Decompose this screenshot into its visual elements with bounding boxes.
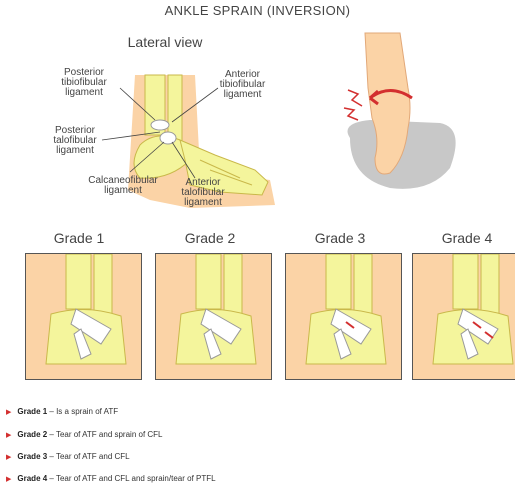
inversion-foot-illustration: [343, 32, 456, 189]
ligament-spot: [150, 119, 170, 131]
legend-item-grade-1: ▶Grade 1 – Is a sprain of ATF: [6, 407, 119, 416]
grade-3-panel: [285, 253, 402, 380]
pain-bolt-icon: [347, 89, 363, 107]
calcaneus-bone: [133, 135, 191, 179]
grade-2-panel: [155, 253, 272, 380]
arrow-right-icon: ▶: [6, 432, 12, 439]
arrow-right-icon: ▶: [6, 476, 12, 483]
lateral-view-heading: Lateral view: [127, 34, 203, 50]
atf-ligament: [70, 308, 112, 345]
grade-4-title: Grade 4: [441, 230, 493, 246]
tear-mark: [472, 321, 482, 329]
page-title: ANKLE SPRAIN (INVERSION): [164, 3, 351, 18]
grade-1-panel: [25, 253, 142, 380]
arrow-right-icon: ▶: [6, 454, 12, 461]
tear-mark: [345, 321, 355, 329]
arrow-right-icon: ▶: [6, 409, 12, 416]
grade-2-title: Grade 2: [184, 230, 236, 246]
lateral-view-illustration: [101, 74, 275, 208]
grade-3-title: Grade 3: [314, 230, 366, 246]
legend-item-grade-3: ▶Grade 3 – Tear of ATF and CFL: [6, 452, 130, 461]
legend-item-grade-4: ▶Grade 4 – Tear of ATF and CFL and sprai…: [6, 474, 216, 483]
grade-1-title: Grade 1: [53, 230, 105, 246]
foot-skin: [364, 32, 411, 175]
grade-4-panel: [412, 253, 515, 380]
legend-item-grade-2: ▶Grade 2 – Tear of ATF and sprain of CFL: [6, 430, 163, 439]
foot-bones: [179, 139, 269, 196]
